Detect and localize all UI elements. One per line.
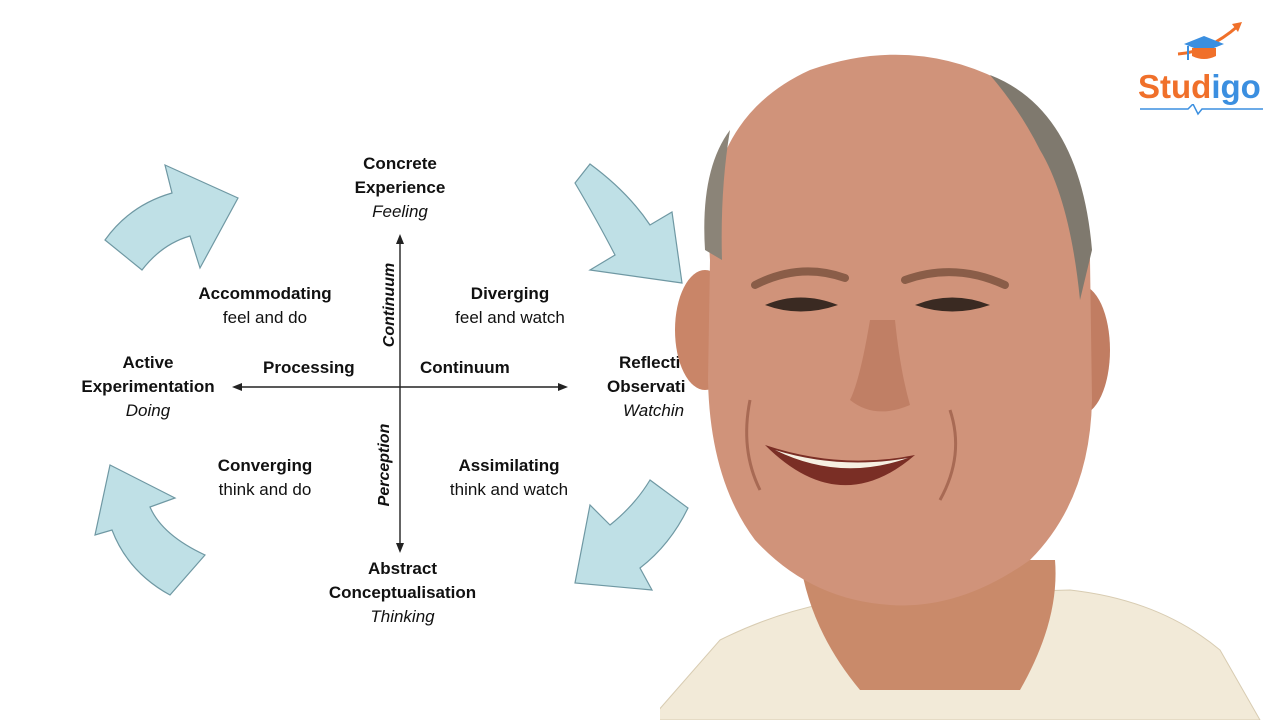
portrait-smile-line-left	[745, 399, 762, 491]
portrait-brow-left	[751, 267, 849, 289]
logo-text: Studigo	[1138, 68, 1261, 106]
pole-top-line2: Experience	[354, 178, 446, 197]
portrait-hair-right	[990, 75, 1092, 300]
horizontal-axis-left-arrowhead	[232, 383, 242, 391]
pole-left: Active Experimentation Doing	[62, 351, 234, 423]
cycle-arrow-top-right	[574, 163, 683, 284]
quadrant-bottom-right-desc: think and watch	[449, 480, 569, 499]
portrait-brow-right	[901, 268, 1009, 289]
horizontal-axis-right-arrowhead	[558, 383, 568, 391]
quadrant-bottom-right: Assimilating think and watch	[428, 454, 590, 502]
pole-bottom-line1: Abstract	[368, 559, 437, 578]
axis-label-perception: Perception	[376, 423, 393, 507]
studigo-logo[interactable]: Studigo	[1138, 22, 1268, 116]
graduation-cap-icon	[1177, 22, 1242, 60]
logo-text-part1: Stud	[1138, 68, 1212, 105]
quadrant-bottom-right-title: Assimilating	[458, 456, 560, 475]
quadrant-top-right-desc: feel and watch	[455, 308, 565, 327]
pole-bottom-subtitle: Thinking	[370, 607, 435, 626]
portrait-eye-left	[765, 297, 838, 312]
quadrant-top-left: Accommodating feel and do	[175, 282, 355, 330]
vertical-axis-bottom-arrowhead	[396, 543, 404, 553]
quadrant-bottom-left-title: Converging	[217, 456, 313, 475]
cycle-arrow-bottom-right	[574, 479, 689, 591]
pole-top-subtitle: Feeling	[372, 202, 428, 221]
pole-right-subtitle: Watchin	[623, 401, 685, 420]
portrait-hair-left	[704, 130, 730, 260]
portrait-photo	[660, 54, 1261, 720]
portrait-eye-right	[915, 297, 990, 312]
quadrant-top-left-desc: feel and do	[222, 308, 308, 327]
pole-right-line1: Reflecti	[619, 353, 681, 372]
pole-right-line2: Observati	[607, 377, 686, 396]
cycle-arrow-bottom-left	[94, 464, 206, 596]
pole-right: Reflecti Observati Watchin	[605, 351, 715, 423]
pole-left-line1: Active	[122, 353, 174, 372]
axis-label-continuum-horizontal: Continuum	[420, 358, 510, 377]
pole-bottom: Abstract Conceptualisation Thinking	[300, 557, 505, 629]
portrait-teeth	[775, 450, 908, 469]
pole-bottom-line2: Conceptualisation	[328, 583, 477, 602]
quadrant-bottom-left-desc: think and do	[218, 480, 312, 499]
pole-left-subtitle: Doing	[125, 401, 171, 420]
pole-top: Concrete Experience Feeling	[330, 152, 470, 224]
logo-text-part2: igo	[1211, 68, 1261, 105]
quadrant-top-left-title: Accommodating	[198, 284, 332, 303]
axis-label-processing: Processing	[263, 358, 355, 377]
pole-top-line1: Concrete	[363, 154, 437, 173]
vertical-axis-top-arrowhead	[396, 234, 404, 244]
heartbeat-line-icon	[1140, 104, 1263, 116]
quadrant-top-right: Diverging feel and watch	[430, 282, 590, 330]
quadrant-top-right-title: Diverging	[470, 284, 550, 303]
pole-left-line2: Experimentation	[81, 377, 215, 396]
portrait-nose	[850, 320, 910, 412]
cycle-arrow-top-left	[104, 163, 239, 271]
axis-label-continuum-vertical: Continuum	[381, 262, 398, 348]
quadrant-bottom-left: Converging think and do	[190, 454, 340, 502]
portrait-smile-line-right	[938, 409, 958, 501]
